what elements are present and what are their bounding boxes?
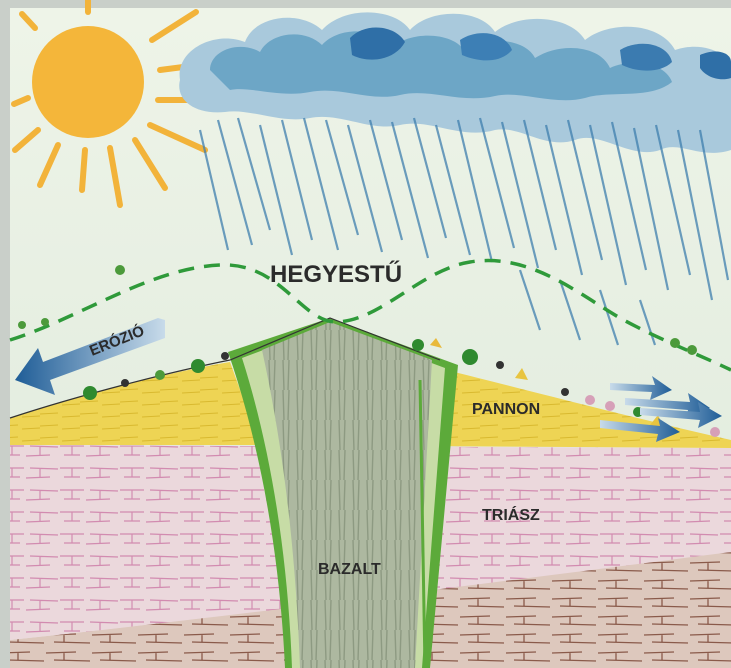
pannon-label: PANNON (472, 401, 540, 418)
triasz-label: TRIÁSZ (482, 505, 540, 524)
title-label: HEGYESTŰ (270, 260, 402, 288)
bazalt-label: BAZALT (318, 561, 381, 578)
